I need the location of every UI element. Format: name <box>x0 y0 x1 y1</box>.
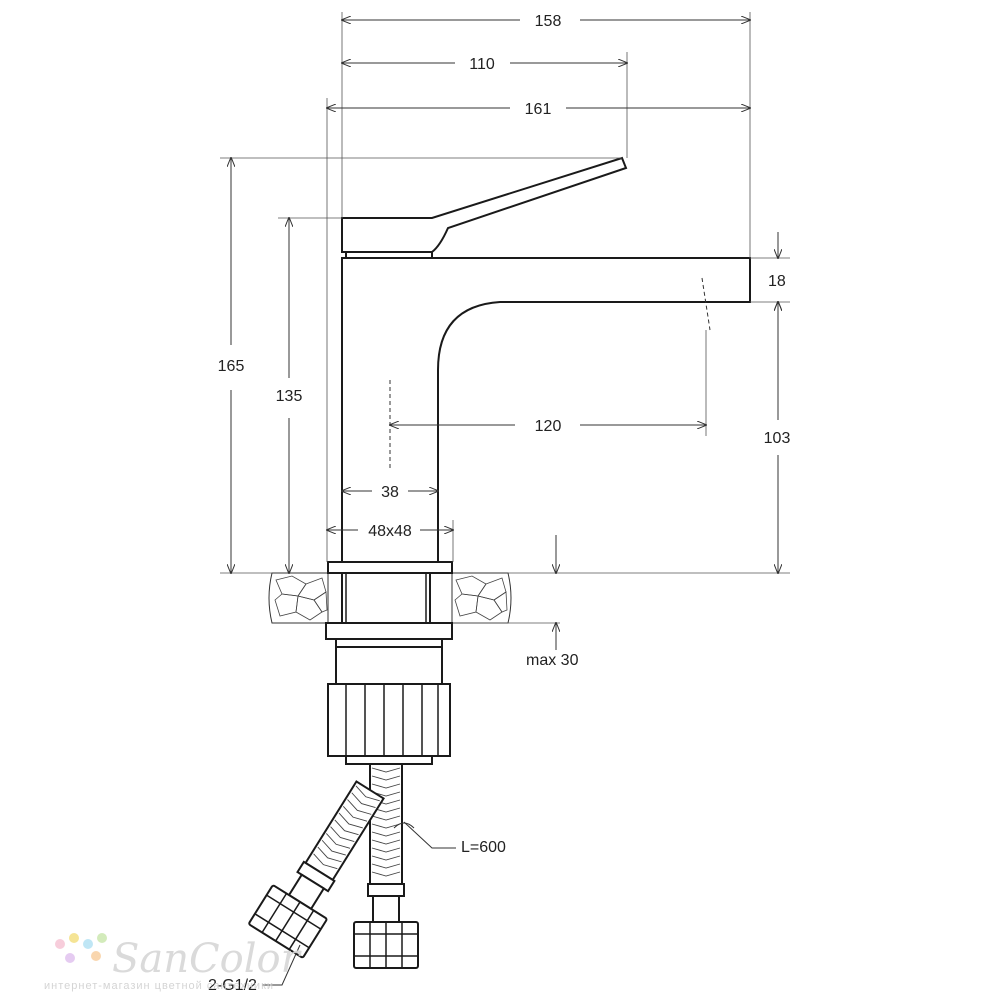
base-flange <box>327 561 453 574</box>
dim-total-height: 165 <box>218 358 245 375</box>
dim-body-width: 38 <box>381 484 399 501</box>
dimension-labels: 158 110 161 165 135 120 38 48x48 18 103 … <box>208 13 790 994</box>
countertop-left <box>268 572 329 624</box>
dim-spout-reach: 120 <box>535 418 562 435</box>
logo-dot <box>55 939 65 949</box>
dim-body-height: 135 <box>276 388 303 405</box>
watermark-logo: SanColor интернет-магазин цветной сантех… <box>44 933 303 992</box>
dim-spout-thickness: 18 <box>768 273 786 290</box>
dimension-lines <box>231 20 778 986</box>
logo-dot <box>97 933 107 943</box>
watermark-brand: SanColor <box>112 936 303 982</box>
mounting-nut <box>327 683 451 757</box>
nut-ribs <box>345 684 439 756</box>
body-spout <box>341 257 751 563</box>
shank <box>341 572 431 624</box>
dim-depth: 161 <box>525 101 552 118</box>
dim-base-size: 48x48 <box>368 523 412 540</box>
stone-texture-right <box>454 575 508 621</box>
hose-braid <box>313 785 380 870</box>
fixing-plate <box>325 622 453 640</box>
mounting-sleeve <box>335 646 443 685</box>
dim-max-thickness: max 30 <box>526 652 579 669</box>
dim-spout-height: 103 <box>764 430 791 447</box>
dim-hose-length: L=600 <box>461 839 506 856</box>
logo-dots <box>55 933 107 963</box>
hose-angled <box>248 780 385 959</box>
faucet <box>325 156 751 765</box>
outlet-line <box>701 277 711 331</box>
hose-ferrule-straight <box>367 883 405 897</box>
logo-dot <box>65 953 75 963</box>
logo-dot <box>83 939 93 949</box>
dim-connection: 2-G1/2 <box>208 977 257 994</box>
countertop <box>220 572 790 624</box>
logo-dot <box>69 933 79 943</box>
nut-bottom-cap <box>345 755 433 765</box>
logo-dot <box>91 951 101 961</box>
hose-straight <box>353 763 419 969</box>
fixing-washer <box>335 638 443 648</box>
watermark-tagline: интернет-магазин цветной сантехники <box>44 980 274 992</box>
lever-handle <box>341 156 628 253</box>
dim-lever-reach: 110 <box>469 56 495 73</box>
stone-texture-left <box>274 575 328 621</box>
dim-total-reach: 158 <box>535 13 562 30</box>
